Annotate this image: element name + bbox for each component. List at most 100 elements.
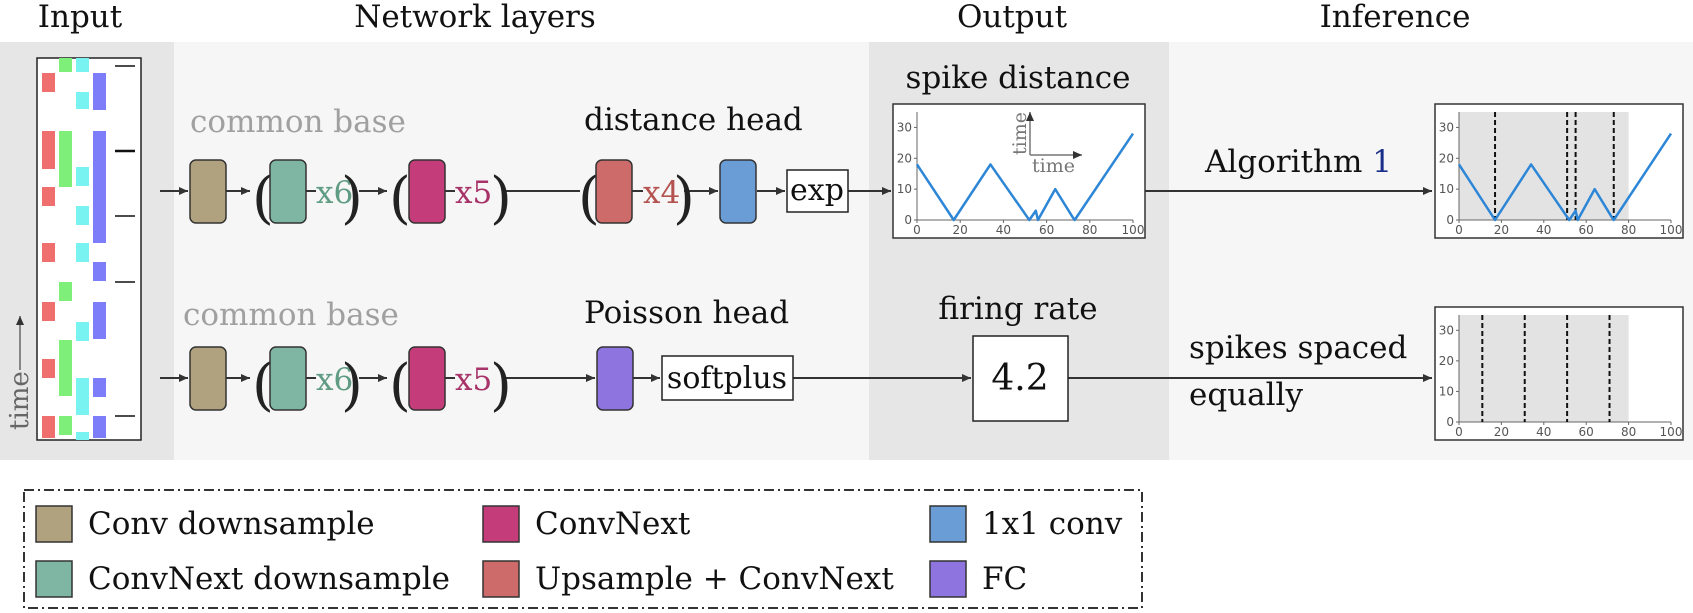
- legend-label: FC: [982, 561, 1027, 597]
- bottom-mult-b: x5: [455, 362, 492, 398]
- algorithm-ref-link[interactable]: 1: [1372, 144, 1392, 180]
- upsample-convnext-block: [595, 159, 633, 224]
- inset-x-label: time: [1032, 155, 1075, 177]
- spike-distance-title: spike distance: [906, 60, 1131, 96]
- legend: Conv downsample ConvNext 1x1 convConvNext …: [23, 489, 1143, 609]
- legend-items: Conv downsample ConvNext 1x1 convConvNext …: [35, 505, 1123, 598]
- y-tick-label: 20: [897, 151, 912, 165]
- y-tick-label: 30: [1439, 120, 1454, 134]
- bottom-convnext-downsample-block: [269, 346, 307, 411]
- x-tick-label: 40: [1536, 425, 1551, 439]
- y-tick-label: 0: [904, 213, 912, 227]
- legend-swatch: [482, 505, 520, 543]
- firing-rate-title: firing rate: [938, 291, 1097, 327]
- poisson-head-label: Poisson head: [584, 295, 789, 331]
- legend-label: ConvNext: [535, 506, 691, 542]
- x-tick-label: 100: [1660, 223, 1683, 237]
- exp-activation-label: exp: [790, 173, 844, 208]
- distance-head-label: distance head: [584, 102, 803, 138]
- x-tick-label: 60: [1039, 223, 1054, 237]
- softplus-activation-box: [661, 355, 794, 401]
- y-tick-label: 30: [897, 120, 912, 134]
- y-tick-label: 0: [1446, 415, 1454, 429]
- legend-frame: [23, 489, 1143, 609]
- header-network: Network layers: [354, 0, 596, 35]
- x-tick-label: 20: [1494, 223, 1509, 237]
- y-tick-label: 30: [1439, 323, 1454, 337]
- y-tick-label: 10: [1439, 384, 1454, 398]
- exp-activation-box: [786, 169, 849, 213]
- header-inference: Inference: [1320, 0, 1471, 35]
- bottom-conv-downsample-block: [189, 346, 227, 411]
- bottom-common-base-label: common base: [183, 297, 399, 333]
- top-convnext-downsample-block: [269, 159, 307, 224]
- top-mult-a: x6: [316, 175, 353, 211]
- top-paren-close-b: ): [490, 166, 512, 231]
- plot2-marks: 0 20 40 60 80 100 0 10 20 30: [1439, 112, 1683, 237]
- legend-label: Upsample + ConvNext: [535, 561, 894, 597]
- time-label: time: [5, 371, 35, 430]
- top-mult-c: x4: [643, 175, 680, 211]
- legend-swatch: [35, 560, 73, 598]
- firing-rate-box: [972, 335, 1069, 422]
- algorithm-text: Algorithm: [1204, 144, 1372, 180]
- legend-label: ConvNext downsample: [88, 561, 450, 597]
- spike-distance-line: [1457, 132, 1673, 222]
- x-tick-label: 40: [1536, 223, 1551, 237]
- time-axis-label: time: [5, 316, 35, 430]
- bottom-paren-close-b: ): [490, 353, 512, 418]
- input-spike-raster: [36, 57, 142, 441]
- bottom-convnext-block: [408, 346, 446, 411]
- algorithm-inference-plot: 0 20 40 60 80 100 0 10 20 30: [1434, 103, 1684, 239]
- algorithm-label: Algorithm 1: [1204, 144, 1392, 180]
- x-tick-label: 80: [1621, 223, 1636, 237]
- bottom-mult-a: x6: [316, 362, 353, 398]
- softplus-activation-label: softplus: [667, 361, 787, 396]
- x-tick-label: 100: [1122, 223, 1145, 237]
- x-tick-label: 60: [1579, 223, 1594, 237]
- x-tick-label: 0: [913, 223, 921, 237]
- legend-label: Conv downsample: [88, 506, 375, 542]
- fc-block: [596, 346, 634, 411]
- top-paren-close-a: ): [341, 166, 363, 231]
- inset-y-label: time: [1009, 112, 1031, 155]
- top-paren-open-b: (: [389, 166, 411, 231]
- legend-label: 1x1 conv: [982, 506, 1123, 542]
- shaded-region: [1459, 112, 1629, 220]
- top-common-base-label: common base: [190, 104, 406, 140]
- x-tick-label: 80: [1082, 223, 1097, 237]
- x-tick-label: 80: [1621, 425, 1636, 439]
- header-input: Input: [38, 0, 123, 35]
- y-tick-label: 10: [897, 182, 912, 196]
- top-mult-b: x5: [455, 175, 492, 211]
- spikes-spaced-line1: spikes spaced: [1189, 330, 1407, 366]
- legend-swatch: [482, 560, 520, 598]
- legend-swatch: [929, 505, 967, 543]
- header-output: Output: [957, 0, 1068, 35]
- top-paren-close-c: ): [673, 166, 695, 231]
- conv1x1-block: [719, 159, 757, 224]
- x-tick-label: 100: [1660, 425, 1683, 439]
- top-paren-open-a: (: [252, 166, 274, 231]
- y-tick-label: 0: [1446, 213, 1454, 227]
- y-tick-label: 10: [1439, 182, 1454, 196]
- x-tick-label: 60: [1579, 425, 1594, 439]
- top-paren-open-c: (: [578, 166, 600, 231]
- spike-distance-line: [915, 132, 1135, 222]
- firing-rate-value: 4.2: [991, 358, 1048, 399]
- legend-swatch: [35, 505, 73, 543]
- bottom-paren-open-a: (: [252, 353, 274, 418]
- top-convnext-block: [408, 159, 446, 224]
- x-tick-label: 0: [1455, 223, 1463, 237]
- bottom-paren-close-a: ): [341, 353, 363, 418]
- y-tick-label: 20: [1439, 354, 1454, 368]
- x-tick-label: 0: [1455, 425, 1463, 439]
- top-conv-downsample-block: [189, 159, 227, 224]
- shaded-region: [1459, 315, 1629, 422]
- y-tick-label: 20: [1439, 151, 1454, 165]
